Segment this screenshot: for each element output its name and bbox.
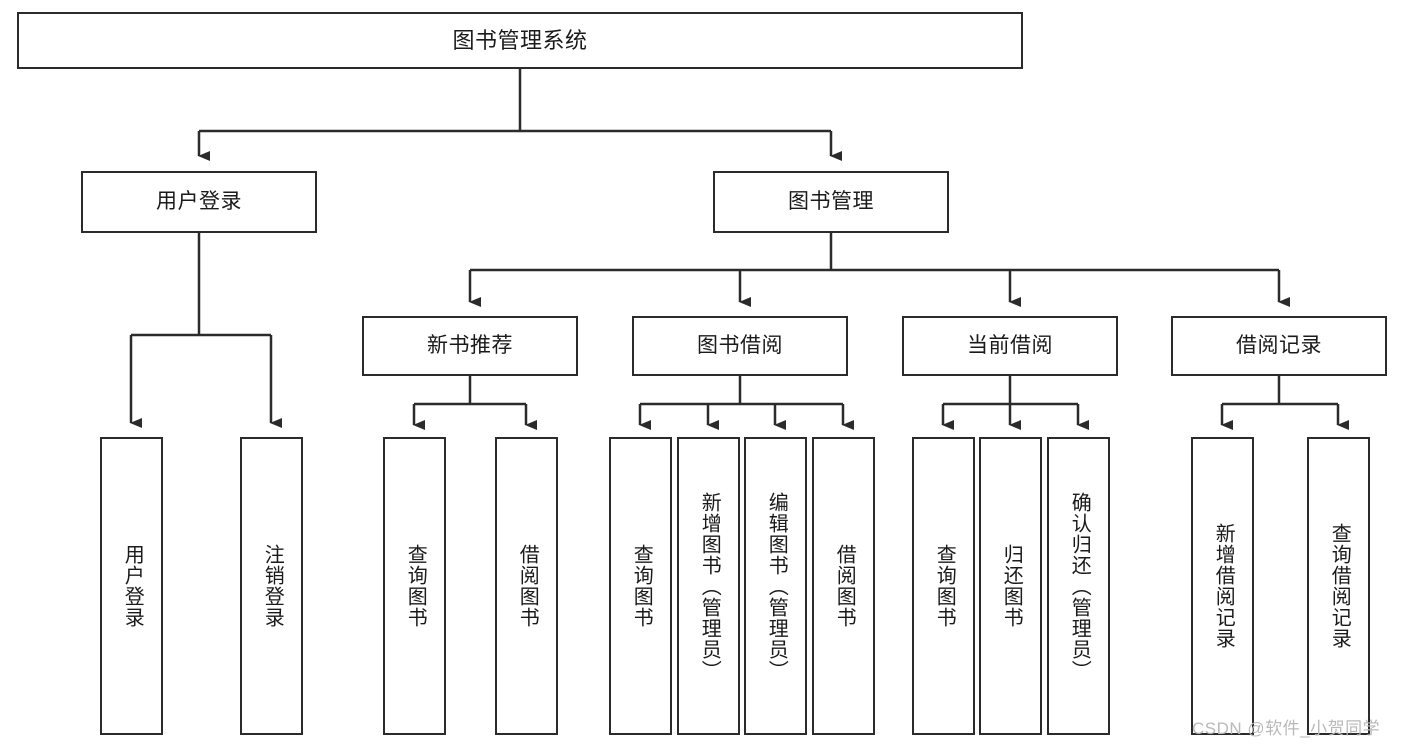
node-new-book-recommend[interactable]: 新书推荐 <box>362 316 578 376</box>
node-book-management[interactable]: 图书管理 <box>713 171 949 233</box>
leaf-borrow-record-add[interactable]: 新增借阅记录 <box>1191 437 1254 735</box>
node-book-borrow[interactable]: 图书借阅 <box>632 316 848 376</box>
node-label: 查询图书 <box>630 544 653 628</box>
node-current-borrow[interactable]: 当前借阅 <box>902 316 1118 376</box>
node-label: 图书管理 <box>788 189 874 213</box>
leaf-user-login-login[interactable]: 用户登录 <box>100 437 163 735</box>
node-label: 归还图书 <box>1000 544 1023 628</box>
node-label: 当前借阅 <box>967 333 1053 357</box>
node-label: 查询图书 <box>933 544 956 628</box>
node-label: 新增图书（管理员） <box>698 491 721 681</box>
leaf-current-borrow-query[interactable]: 查询图书 <box>912 437 975 735</box>
node-label: 查询图书 <box>404 544 427 628</box>
leaf-book-borrow-query[interactable]: 查询图书 <box>609 437 672 735</box>
node-label: 确认归还（管理员） <box>1068 491 1091 681</box>
leaf-user-login-logout[interactable]: 注销登录 <box>240 437 303 735</box>
node-label: 用户登录 <box>121 544 144 628</box>
node-label: 编辑图书（管理员） <box>765 491 788 681</box>
node-label: 用户登录 <box>156 189 242 213</box>
node-root-system[interactable]: 图书管理系统 <box>17 12 1023 69</box>
leaf-book-borrow-borrow[interactable]: 借阅图书 <box>812 437 875 735</box>
node-label: 查询借阅记录 <box>1328 523 1351 649</box>
node-label: 借阅图书 <box>516 544 539 628</box>
watermark-text: CSDN @软件_小贺同学 <box>1192 719 1381 738</box>
node-label: 新书推荐 <box>427 333 513 357</box>
node-label: 借阅记录 <box>1236 333 1322 357</box>
leaf-borrow-record-query[interactable]: 查询借阅记录 <box>1307 437 1370 735</box>
node-label: 图书管理系统 <box>452 27 588 53</box>
leaf-book-borrow-add[interactable]: 新增图书（管理员） <box>677 437 740 735</box>
leaf-current-borrow-confirm-return[interactable]: 确认归还（管理员） <box>1047 437 1110 735</box>
node-user-login[interactable]: 用户登录 <box>81 171 317 233</box>
leaf-new-book-query[interactable]: 查询图书 <box>383 437 446 735</box>
leaf-current-borrow-return[interactable]: 归还图书 <box>979 437 1042 735</box>
node-borrow-records[interactable]: 借阅记录 <box>1171 316 1387 376</box>
node-label: 图书借阅 <box>697 333 783 357</box>
node-label: 注销登录 <box>261 544 284 628</box>
leaf-book-borrow-edit[interactable]: 编辑图书（管理员） <box>744 437 807 735</box>
node-label: 新增借阅记录 <box>1212 523 1235 649</box>
leaf-new-book-borrow[interactable]: 借阅图书 <box>495 437 558 735</box>
node-label: 借阅图书 <box>833 544 856 628</box>
